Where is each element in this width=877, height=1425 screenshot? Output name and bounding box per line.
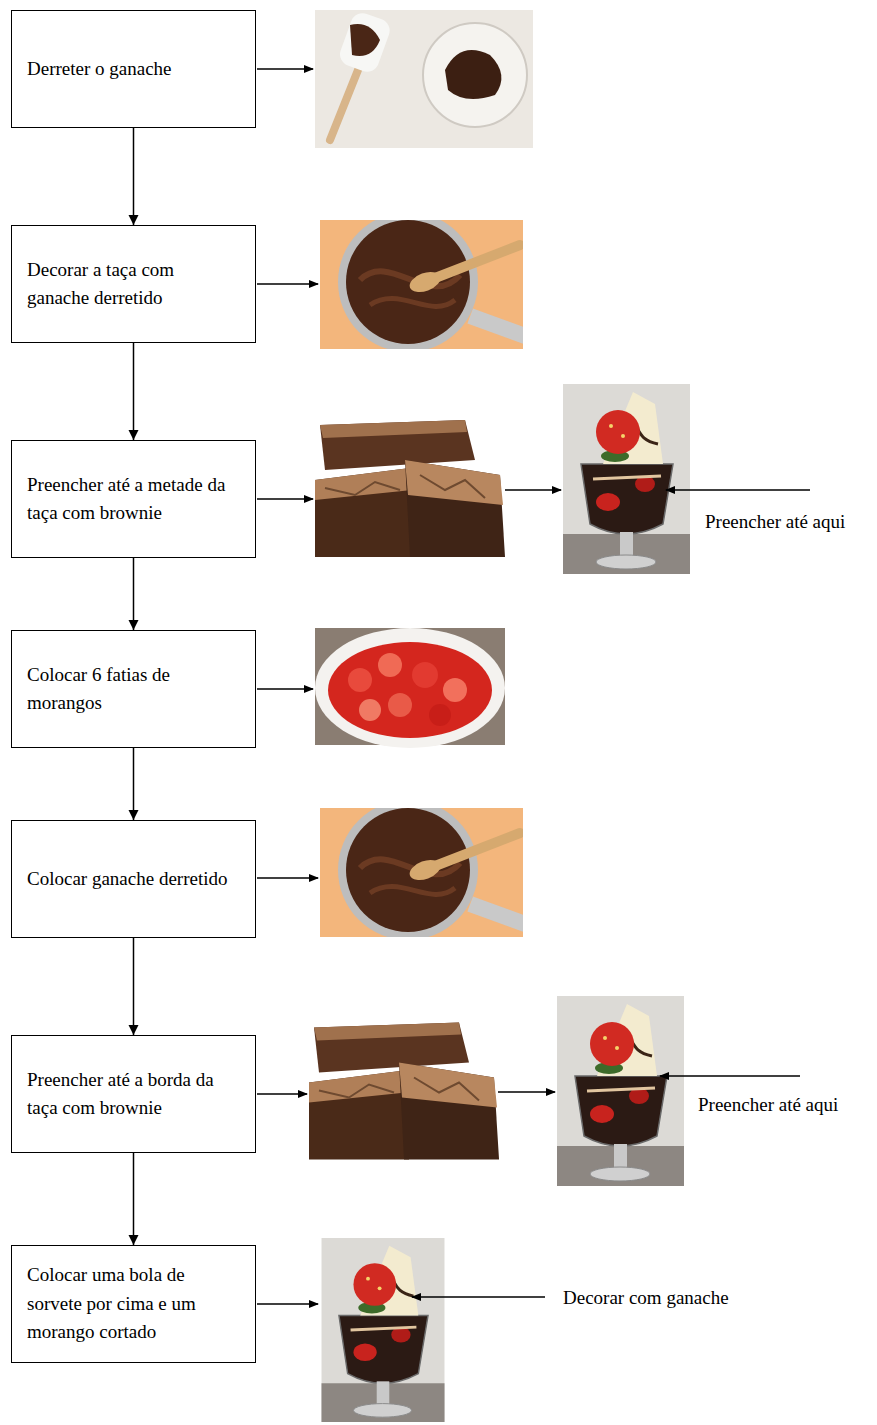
ganache-photo [315, 10, 533, 148]
process-box: Colocar ganache derretido [11, 820, 256, 938]
callout-label: Preencher até aqui [698, 1094, 838, 1117]
process-box: Preencher até a metade da taça com brown… [11, 440, 256, 558]
leader-arrows [257, 69, 810, 1304]
box-text-group: Colocar uma bola de sorvete por cima e u… [27, 1261, 241, 1347]
step-text: Derreter o ganache [27, 55, 172, 84]
flow-arrow [129, 128, 139, 225]
callout-label: Decorar com ganache [563, 1287, 729, 1310]
callout-label: Preencher até aqui [705, 511, 845, 534]
step-text: Colocar 6 fatias de morangos [27, 661, 241, 718]
ganache-pan-photo [320, 212, 529, 352]
process-box: Colocar 6 fatias de morangos [11, 630, 256, 748]
flow-arrow [129, 1153, 139, 1245]
box-text-group: Colocar 6 fatias de morangos [27, 661, 241, 718]
sundae-photo [322, 1238, 445, 1422]
step-text: Preencher até a metade da taça com brown… [27, 471, 241, 528]
brownie-photo [315, 420, 505, 557]
flow-arrow [129, 558, 139, 630]
step-text: Decorar a taça com ganache derretido [27, 256, 241, 313]
flow-arrow [129, 748, 139, 820]
step-text: Colocar ganache derretido [27, 865, 227, 894]
step-text: Preencher até a borda da taça com browni… [27, 1066, 241, 1123]
process-box: Derreter o ganache [11, 10, 256, 128]
flow-arrow [129, 938, 139, 1035]
sundae-photo [557, 996, 684, 1186]
process-box: Decorar a taça com ganache derretido [11, 225, 256, 343]
process-box: Colocar uma bola de sorvete por cima e u… [11, 1245, 256, 1363]
box-text-group: Derreter o ganache [27, 55, 172, 84]
flow-arrow [129, 343, 139, 440]
process-box: Preencher até a borda da taça com browni… [11, 1035, 256, 1153]
strawberry-photo [315, 628, 505, 748]
sundae-photo [563, 384, 690, 574]
brownie-photo [309, 1023, 499, 1160]
box-text-group: Colocar ganache derretido [27, 865, 227, 894]
box-text-group: Decorar a taça com ganache derretido [27, 256, 241, 313]
box-text-group: Preencher até a borda da taça com browni… [27, 1066, 241, 1123]
ganache-pan-photo [320, 800, 529, 940]
box-text-group: Preencher até a metade da taça com brown… [27, 471, 241, 528]
step-text: Colocar uma bola de sorvete por cima e u… [27, 1261, 241, 1347]
